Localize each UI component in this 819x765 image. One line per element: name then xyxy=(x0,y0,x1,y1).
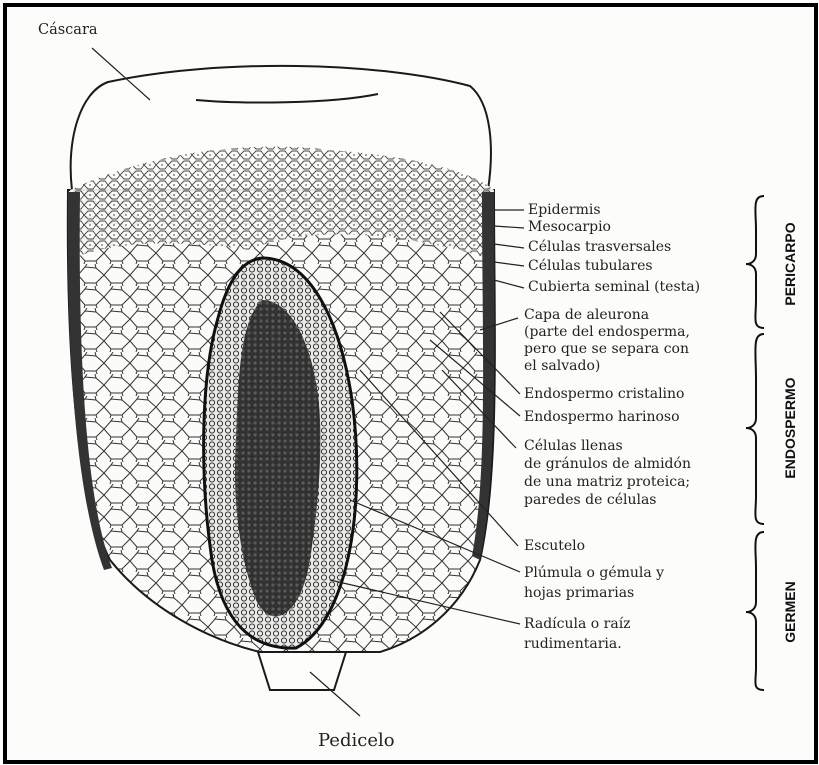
bracket-pericarpo xyxy=(746,196,764,328)
germen-section-label: GERMEN xyxy=(782,562,798,662)
celulas-llenas-label-1: Células llenas xyxy=(524,438,623,455)
celulas-llenas-label-2: de gránulos de almidón xyxy=(524,456,691,473)
mesocarpio-label: Mesocarpio xyxy=(528,219,611,236)
pericarpo-section-label: PERICARPO xyxy=(782,214,798,314)
escutelo-label: Escutelo xyxy=(524,538,585,555)
endospermo-section-label: ENDOSPERMO xyxy=(782,373,798,483)
section-brackets xyxy=(746,196,764,690)
celulas-tubulares-label: Células tubulares xyxy=(528,258,653,275)
cubierta-seminal-label: Cubierta seminal (testa) xyxy=(528,279,700,296)
epidermis-label: Epidermis xyxy=(528,202,601,219)
bracket-endospermo xyxy=(746,334,764,524)
bracket-germen xyxy=(746,532,764,690)
pedicel xyxy=(258,652,346,690)
celulas-trasversales-label: Células trasversales xyxy=(528,239,671,256)
capa-aleurona-label-3: pero que se separa con xyxy=(524,341,689,358)
celulas-llenas-label-4: paredes de células xyxy=(524,492,657,509)
radicula-label-1: Radícula o raíz xyxy=(524,616,631,633)
endospermo-cristalino-label: Endospermo cristalino xyxy=(524,386,684,403)
capa-aleurona-label-2: (parte del endosperma, xyxy=(524,324,690,341)
cascara-label: Cáscara xyxy=(38,22,98,39)
plumula-label-2: hojas primarias xyxy=(524,585,634,602)
endospermo-harinoso-label: Endospermo harinoso xyxy=(524,409,680,426)
pedicelo-label: Pedicelo xyxy=(318,732,395,749)
celulas-llenas-label-3: de una matriz proteica; xyxy=(524,474,690,491)
capa-aleurona-label-1: Capa de aleurona xyxy=(524,307,649,324)
plumula-label-1: Plúmula o gémula y xyxy=(524,565,664,582)
capa-aleurona-label-4: el salvado) xyxy=(524,358,600,375)
radicula-label-2: rudimentaria. xyxy=(524,636,622,653)
